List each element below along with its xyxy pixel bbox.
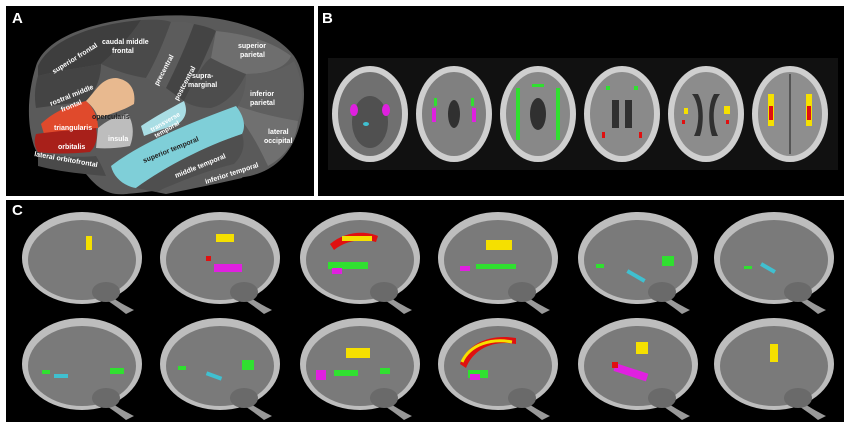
sagittal-slice-r2c4	[438, 318, 558, 420]
sagittal-row-1	[22, 212, 834, 314]
panel-c: C	[6, 200, 844, 422]
superior-parietal-region	[211, 31, 291, 74]
supramarginal-region	[184, 58, 246, 108]
inferior-parietal-region	[238, 61, 303, 121]
label-supramarginal-1: supra-	[192, 73, 214, 80]
label-caudal-middle-frontal-1: caudal middle	[102, 39, 149, 46]
inferior-temporal-region	[156, 164, 244, 194]
panel-a-letter: A	[12, 10, 23, 27]
insula-region	[96, 114, 133, 149]
panel-b-letter: B	[322, 10, 333, 27]
axial-strip-background	[328, 58, 838, 170]
axial-slice-5	[668, 66, 744, 162]
opercularis-region	[86, 78, 135, 118]
label-caudal-middle-frontal-2: frontal	[112, 48, 134, 55]
panel-c-letter: C	[12, 202, 23, 219]
sagittal-row-2	[22, 318, 834, 420]
sagittal-slice-r1c1	[22, 212, 142, 314]
superior-frontal-region	[38, 20, 141, 76]
precentral-region	[146, 21, 194, 88]
triangularis-region	[41, 101, 98, 134]
caudal-middle-frontal-region	[101, 19, 171, 78]
sagittal-slice-r1c3	[300, 212, 420, 314]
label-insula: insula	[108, 136, 128, 143]
sagittal-slice-r2c1	[22, 318, 142, 420]
label-superior-parietal-2: parietal	[240, 52, 265, 59]
axial-slices	[328, 58, 838, 170]
sagittal-slice-r1c4	[438, 212, 558, 314]
sagittal-slice-r2c3	[300, 318, 420, 420]
middle-temporal-region	[136, 134, 244, 192]
transverse-temporal-region	[141, 101, 186, 136]
panel-b: B	[318, 6, 844, 196]
label-orbitalis: orbitalis	[58, 144, 85, 151]
sagittal-slice-r1c6	[714, 212, 834, 314]
label-lateral-occipital-1: lateral	[268, 129, 289, 136]
label-triangularis: triangularis	[54, 125, 92, 132]
axial-slice-2	[416, 66, 492, 162]
sagittal-slice-r2c2	[160, 318, 280, 420]
label-opercularis: opercularis	[92, 114, 130, 121]
axial-slice-3	[500, 66, 576, 162]
sagittal-slices-grid	[22, 212, 834, 420]
lateral-orbitofrontal-region	[38, 152, 106, 176]
axial-slice-6	[752, 66, 828, 162]
label-inferior-parietal-1: inferior	[250, 91, 274, 98]
label-inferior-parietal-2: parietal	[250, 100, 275, 107]
cortex-parcellation-diagram: superior frontal caudal middle frontal p…	[28, 15, 305, 195]
sagittal-slice-r1c2	[160, 212, 280, 314]
lateral-occipital-region	[238, 106, 298, 166]
sagittal-slice-r2c6	[714, 318, 834, 420]
label-supramarginal-2: marginal	[188, 82, 217, 89]
label-lateral-occipital-2: occipital	[264, 138, 292, 145]
rostral-middle-frontal-region	[34, 64, 101, 108]
axial-slice-4	[584, 66, 660, 162]
orbitalis-region	[34, 128, 97, 154]
sagittal-slice-r1c5	[578, 212, 698, 314]
axial-slice-1	[332, 66, 408, 162]
panel-a: A superior frontal caudal middle	[6, 6, 314, 196]
superior-temporal-region	[111, 106, 244, 188]
sagittal-slice-r2c5	[578, 318, 698, 420]
postcentral-region	[166, 24, 216, 101]
label-superior-parietal-1: superior	[238, 43, 266, 50]
